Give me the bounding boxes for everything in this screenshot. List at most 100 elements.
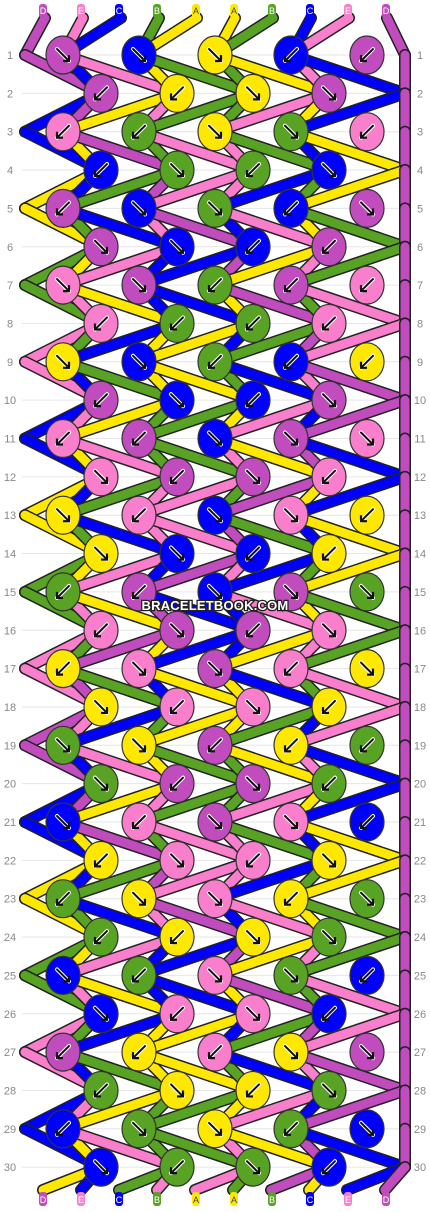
strand-end-bottom	[115, 1192, 123, 1206]
knot	[197, 1109, 233, 1149]
strand-label-bottom: A	[231, 1195, 237, 1205]
arrow-head	[207, 745, 215, 753]
thread-segment	[134, 395, 258, 443]
arrow-head	[329, 93, 337, 101]
knot	[197, 1032, 233, 1072]
arrow-head	[169, 937, 177, 945]
thread-segment	[210, 357, 334, 405]
thread-segment	[134, 1085, 258, 1134]
thread-segment	[210, 50, 334, 98]
row-number-right: 2	[417, 88, 423, 100]
row-number-left: 10	[4, 395, 16, 407]
knot	[311, 994, 347, 1034]
thread-segment	[134, 702, 258, 750]
arrow-shaft	[170, 469, 184, 484]
arrow-head	[55, 131, 63, 139]
row-number-left: 1	[7, 50, 13, 62]
knot	[235, 73, 271, 113]
arrow-shaft	[132, 48, 146, 62]
row-number-left: 8	[7, 318, 13, 330]
strand-label-top: E	[345, 6, 351, 16]
arrow-shaft	[94, 316, 108, 331]
row-number-left: 29	[4, 1124, 16, 1136]
arrow-head	[169, 1013, 177, 1021]
arrow-shaft	[132, 815, 146, 829]
arrow-head	[101, 1013, 109, 1021]
arrow-head	[55, 1128, 63, 1136]
arrow-shaft	[246, 316, 260, 331]
arrow-head	[245, 170, 253, 178]
arrow-head	[207, 361, 215, 369]
knot	[159, 840, 195, 880]
knot	[159, 150, 195, 190]
thread-segment	[210, 434, 334, 482]
arrow-shaft	[170, 239, 184, 254]
thread-segment	[134, 587, 258, 635]
arrow-head	[93, 860, 101, 868]
arrow-shaft	[360, 661, 374, 676]
arrow-shaft	[56, 508, 70, 523]
arrow-shaft	[132, 354, 146, 369]
strand-end-bottom	[39, 1192, 47, 1206]
strand-label-bottom: E	[78, 1195, 84, 1205]
arrow-shaft	[170, 86, 184, 101]
thread-segment	[58, 549, 182, 597]
arrow-shaft	[132, 584, 146, 599]
arrow-shaft	[56, 584, 70, 599]
arrow-head	[359, 131, 367, 139]
strand-end-top	[115, 4, 123, 18]
knot	[159, 1147, 195, 1187]
arrow-head	[101, 783, 109, 791]
arrow-shaft	[322, 316, 336, 331]
thread-segment	[58, 855, 182, 904]
arrow-head	[359, 285, 367, 293]
knot	[121, 572, 157, 612]
strand-label-top: B	[269, 6, 275, 16]
strand-end-bottom	[268, 1192, 276, 1206]
arrow-head	[63, 285, 71, 293]
row-number-left: 24	[4, 932, 16, 944]
arrow-shaft	[322, 853, 336, 868]
arrow-shaft	[56, 278, 70, 293]
row-number-right: 17	[414, 664, 426, 676]
thread-segment	[134, 472, 258, 520]
arrow-shaft	[132, 1121, 146, 1136]
knot	[121, 1109, 157, 1149]
thread-segment	[210, 855, 334, 904]
arrow-shaft	[132, 124, 146, 139]
arrow-shaft	[360, 354, 374, 369]
row-number-right: 30	[414, 1162, 426, 1174]
knot	[349, 802, 385, 842]
knot	[235, 840, 271, 880]
arrow-head	[283, 361, 291, 369]
watermark: BRACELETBOOK.COM	[142, 598, 289, 613]
row-number-left: 23	[4, 894, 16, 906]
arrow-shaft	[94, 930, 108, 945]
thread-segment	[58, 242, 182, 290]
thread-segment	[134, 625, 258, 674]
arrow-head	[169, 476, 177, 484]
knot	[235, 227, 271, 267]
strand-label-top: A	[231, 6, 237, 16]
arrow-head	[207, 1052, 215, 1060]
thread-segment	[210, 242, 334, 290]
arrow-shaft	[360, 1121, 374, 1136]
thread-segment	[210, 472, 334, 520]
knot	[311, 380, 347, 420]
knot	[121, 879, 157, 919]
strand-end-top	[268, 4, 276, 18]
knot	[273, 802, 309, 842]
arrow-head	[139, 1128, 147, 1136]
arrow-shaft	[56, 431, 70, 446]
arrow-head	[101, 246, 109, 254]
knot	[45, 188, 81, 228]
knot	[45, 648, 81, 689]
row-number-left: 21	[4, 817, 16, 829]
knot	[197, 572, 233, 612]
row-number-right: 19	[414, 740, 426, 752]
knot	[349, 418, 385, 459]
row-number-left: 11	[4, 434, 15, 446]
arrow-head	[253, 476, 261, 484]
arrow-shaft	[322, 546, 336, 561]
